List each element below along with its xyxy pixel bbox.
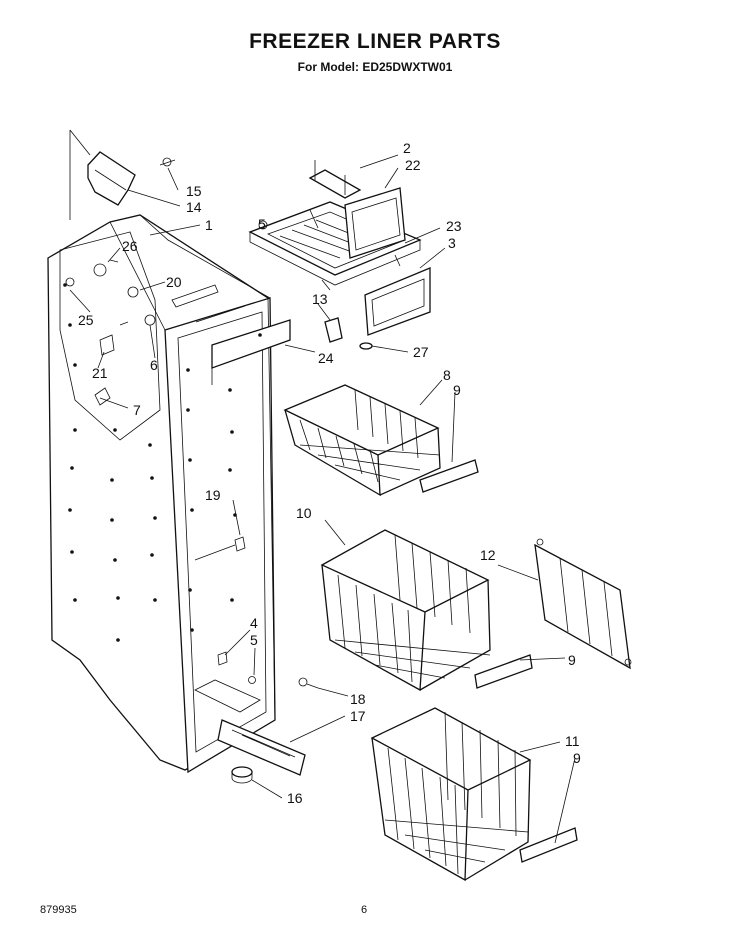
callout-9c: 9	[573, 750, 581, 766]
callout-2: 2	[403, 140, 411, 156]
callout-5b: 5	[258, 216, 266, 232]
callout-17: 17	[350, 708, 366, 724]
freezer-liner-drawing	[47, 214, 291, 774]
callout-25: 25	[78, 312, 94, 328]
callout-11: 11	[565, 733, 580, 749]
callout-10: 10	[296, 505, 312, 521]
callout-26: 26	[122, 238, 138, 254]
basket-8-drawing	[283, 384, 479, 497]
callout-22: 22	[405, 157, 421, 173]
callout-3: 3	[448, 235, 456, 251]
callout-24: 24	[318, 350, 334, 366]
document-number: 879935	[40, 904, 77, 916]
callout-numbers: 1 2 3 4 5 5 6 7 8 9 9 9 10 11 12 13 14 1…	[78, 140, 581, 806]
callout-13: 13	[312, 291, 328, 307]
callout-21: 21	[92, 365, 108, 381]
callout-27: 27	[413, 344, 429, 360]
bottom-parts-drawing	[217, 677, 319, 784]
page-title: FREEZER LINER PARTS	[249, 30, 501, 53]
callout-7: 7	[133, 402, 141, 418]
callout-5a: 5	[250, 632, 258, 648]
basket-10-drawing	[320, 529, 533, 692]
callout-1: 1	[205, 217, 213, 233]
callout-6: 6	[150, 357, 158, 373]
callout-4: 4	[250, 615, 258, 631]
callout-14: 14	[186, 199, 202, 215]
callout-20: 20	[166, 274, 182, 290]
callout-9b: 9	[568, 652, 576, 668]
handle-bracket-drawing	[69, 129, 176, 220]
model-subtitle: For Model: ED25DWXTW01	[297, 60, 453, 74]
damper-parts-drawing	[324, 317, 373, 350]
callout-18: 18	[350, 691, 366, 707]
panel-12-drawing	[534, 538, 632, 670]
basket-11-drawing	[370, 707, 578, 882]
callout-12: 12	[480, 547, 496, 563]
leader-lines	[69, 154, 576, 844]
callout-9a: 9	[453, 382, 461, 398]
callout-16: 16	[287, 790, 303, 806]
liner-screw-holes	[63, 283, 262, 642]
callout-19: 19	[205, 487, 221, 503]
page-number: 6	[361, 904, 368, 916]
icemaker-assembly-drawing	[248, 160, 431, 336]
callout-15: 15	[186, 183, 202, 199]
callout-8: 8	[443, 367, 451, 383]
callout-23: 23	[446, 218, 462, 234]
